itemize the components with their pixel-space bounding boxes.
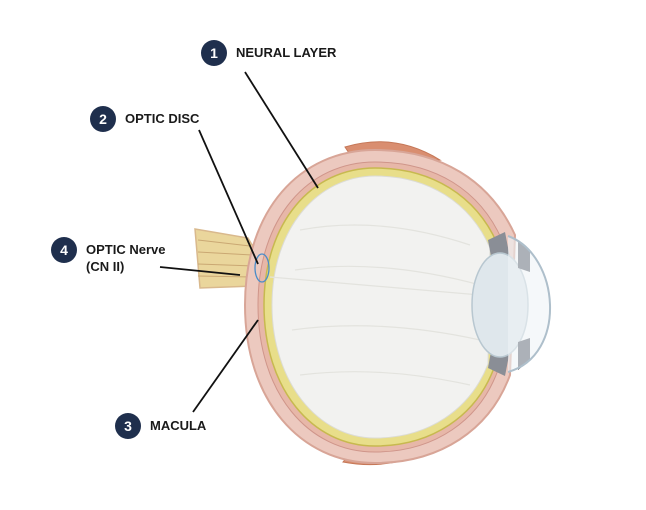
label-line-2: (CN II) — [86, 259, 125, 274]
optic-disc-marker — [254, 253, 270, 283]
number-badge: 4 — [51, 237, 77, 263]
vitreous-body — [271, 175, 491, 439]
label-macula: 3 MACULA — [115, 413, 206, 439]
number-badge: 1 — [201, 40, 227, 66]
label-text: MACULA — [150, 418, 207, 433]
cornea — [507, 235, 552, 373]
number-badge: 2 — [90, 106, 116, 132]
leader-lines — [159, 71, 319, 413]
label-optic-nerve: 4 OPTIC Nerve (CN II) — [51, 237, 165, 275]
vitreous-texture — [269, 224, 481, 386]
label-line-1: OPTIC Nerve — [86, 242, 166, 257]
label-text: NEURAL LAYER — [236, 45, 337, 60]
label-text: OPTIC Nerve (CN II) — [86, 241, 165, 275]
label-neural-layer: 1 NEURAL LAYER — [201, 40, 336, 66]
number-badge: 3 — [115, 413, 141, 439]
label-text: OPTIC DISC — [125, 111, 200, 126]
label-optic-disc: 2 OPTIC DISC — [90, 106, 199, 132]
